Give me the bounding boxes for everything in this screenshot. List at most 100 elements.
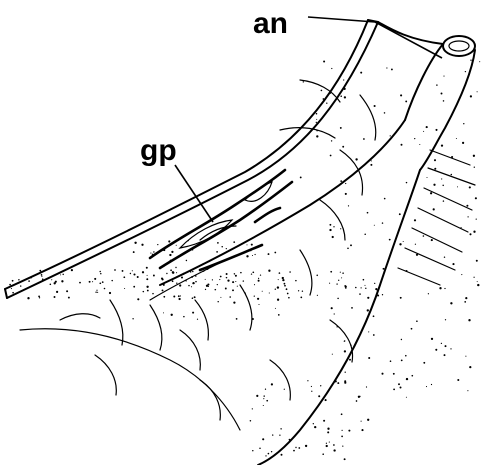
stipple-dot — [89, 281, 91, 283]
body-outline — [20, 22, 443, 465]
stipple-dot — [441, 93, 443, 95]
stipple-dot — [430, 192, 432, 194]
stipple-dot — [361, 421, 362, 422]
stipple-dot — [251, 273, 252, 274]
stipple-dot — [349, 359, 351, 361]
stipple-dot — [205, 279, 206, 280]
stipple-dot — [39, 297, 40, 298]
stipple-dot — [376, 289, 377, 290]
stipple-dot — [317, 295, 318, 296]
stipple-dot — [473, 155, 475, 157]
stipple-dot — [457, 186, 458, 187]
stipple-dot — [186, 260, 187, 261]
stipple-dot — [399, 386, 401, 388]
stipple-dot — [348, 430, 350, 432]
stipple-dot — [326, 443, 327, 444]
stipple-dot — [405, 100, 407, 102]
stipple-dot — [203, 270, 205, 272]
stipple-dot — [386, 67, 387, 68]
stipple-dot — [443, 200, 444, 201]
stippling — [9, 59, 480, 460]
stipple-dot — [366, 386, 367, 387]
stipple-dot — [269, 292, 270, 293]
stipple-dot — [28, 280, 30, 282]
stipple-dot — [345, 193, 347, 195]
stipple-dot — [142, 271, 144, 273]
stipple-dot — [12, 292, 14, 294]
stipple-dot — [152, 293, 154, 295]
stipple-dot — [61, 280, 63, 282]
stipple-dot — [333, 226, 334, 227]
stipple-dot — [220, 276, 222, 278]
stipple-dot — [337, 382, 339, 384]
stipple-dot — [60, 274, 61, 275]
stipple-dot — [329, 442, 330, 443]
stipple-dot — [268, 270, 270, 272]
stipple-dot — [71, 269, 73, 271]
stipple-dot — [300, 176, 302, 178]
stipple-dot — [347, 248, 349, 250]
stipple-dot — [406, 378, 408, 380]
stipple-dot — [217, 242, 219, 244]
stipple-dot — [360, 72, 362, 74]
stipple-dot — [469, 186, 471, 188]
stipple-dot — [426, 126, 428, 128]
stipple-dot — [348, 205, 349, 206]
stipple-dot — [246, 255, 248, 257]
stipple-dot — [316, 122, 317, 123]
stipple-dot — [162, 289, 164, 291]
stipple-dot — [263, 398, 264, 399]
stipple-dot — [371, 160, 372, 161]
stipple-dot — [377, 294, 379, 296]
stipple-dot — [251, 244, 253, 246]
stipple-dot — [444, 256, 445, 257]
stipple-dot — [350, 345, 351, 346]
stipple-dot — [262, 438, 264, 440]
stipple-dot — [263, 405, 264, 406]
stipple-dot — [170, 260, 172, 262]
stipple-dot — [470, 95, 472, 97]
stipple-dot — [172, 271, 174, 273]
stipple-dot — [171, 251, 173, 253]
stipple-dot — [356, 400, 358, 402]
stipple-dot — [192, 312, 194, 314]
stipple-dot — [368, 331, 369, 332]
stipple-dot — [401, 339, 402, 340]
stipple-dot — [232, 289, 234, 291]
stipple-dot — [331, 68, 332, 69]
stipple-dot — [469, 233, 471, 235]
stipple-dot — [465, 356, 466, 357]
stipple-dot — [62, 274, 63, 275]
stipple-dot — [426, 386, 427, 387]
stipple-dot — [443, 100, 445, 102]
stipple-dot — [390, 135, 391, 136]
stipple-dot — [367, 309, 369, 311]
mantle-edge — [5, 20, 378, 298]
stipple-dot — [9, 284, 11, 286]
stipple-dot — [192, 249, 193, 250]
stipple-dot — [325, 399, 327, 401]
stipple-dot — [351, 307, 353, 309]
stipple-dot — [444, 288, 445, 289]
stipple-dot — [55, 281, 57, 283]
stipple-dot — [278, 314, 280, 316]
stipple-dot — [252, 318, 254, 320]
stipple-dot — [277, 286, 279, 288]
stipple-dot — [423, 362, 425, 364]
stipple-dot — [441, 343, 442, 344]
stipple-dot — [431, 384, 432, 385]
stipple-dot — [383, 268, 385, 270]
stipple-dot — [476, 219, 477, 220]
stipple-dot — [476, 260, 478, 262]
stipple-dot — [373, 315, 375, 317]
stipple-dot — [215, 289, 217, 291]
stipple-dot — [246, 244, 247, 245]
stipple-dot — [188, 240, 189, 241]
stipple-dot — [434, 168, 436, 170]
stipple-dot — [153, 275, 155, 277]
stipple-dot — [305, 445, 307, 447]
stipple-dot — [477, 91, 478, 92]
stipple-dot — [340, 127, 342, 129]
stipple-dot — [259, 448, 261, 450]
stipple-dot — [475, 197, 477, 199]
